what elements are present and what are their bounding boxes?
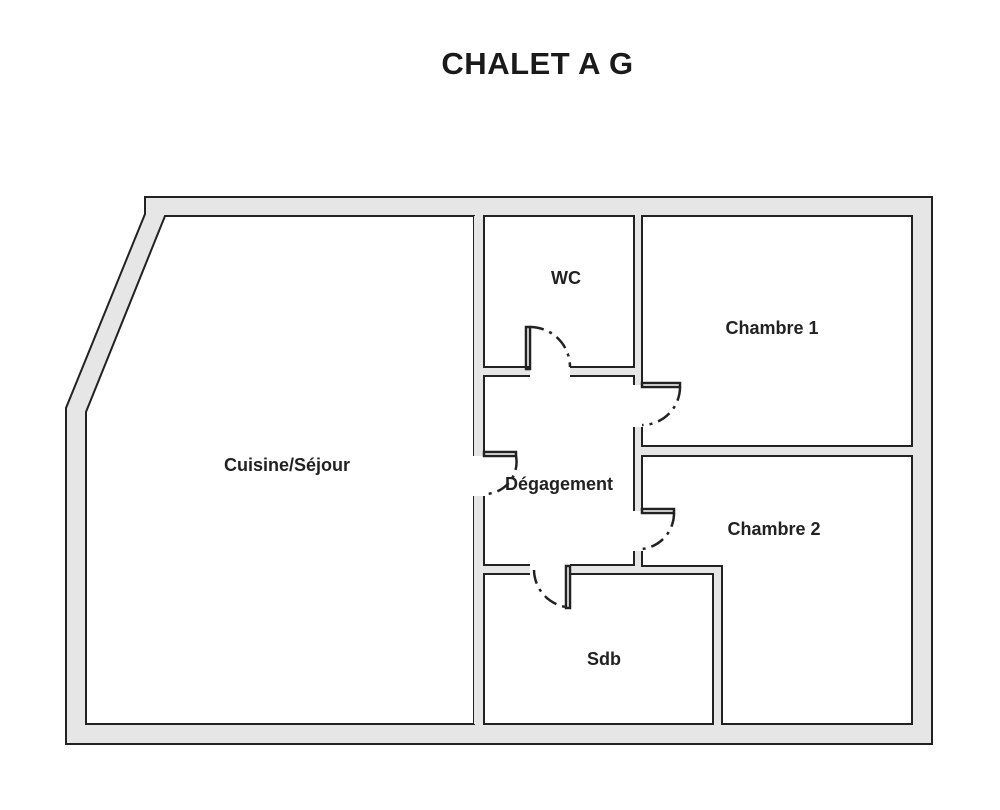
door-sejour[interactable] xyxy=(482,450,518,496)
page-title: CHALET A G xyxy=(441,46,634,81)
door-swing-arc xyxy=(641,386,682,427)
door-swing-arc xyxy=(532,569,567,609)
label-cuisine-sejour: Cuisine/Séjour xyxy=(224,455,350,475)
door-leaf xyxy=(524,325,532,371)
door-chambre-1[interactable] xyxy=(640,381,682,427)
door-wc[interactable] xyxy=(524,325,572,371)
door-leaf xyxy=(640,507,676,515)
door-swing-arc xyxy=(529,325,572,368)
door-opening-sdb xyxy=(530,563,570,576)
door-sdb[interactable] xyxy=(532,564,572,610)
door-leaf xyxy=(640,381,682,389)
door-opening-chambre-1 xyxy=(632,385,644,427)
room-cuisine-sejour[interactable] xyxy=(85,215,475,725)
room-chambre-1[interactable] xyxy=(641,215,913,447)
room-wc[interactable] xyxy=(483,215,635,368)
label-chambre-1: Chambre 1 xyxy=(725,318,818,338)
label-chambre-2: Chambre 2 xyxy=(727,519,820,539)
door-leaf xyxy=(482,450,518,458)
label-wc: WC xyxy=(551,268,581,288)
room-sdb[interactable] xyxy=(483,573,714,725)
door-chambre-2[interactable] xyxy=(640,507,676,551)
door-opening-sejour xyxy=(472,456,486,496)
door-opening-chambre-2 xyxy=(632,511,644,551)
room-degagement[interactable] xyxy=(483,375,635,566)
door-swing-arc xyxy=(641,512,676,551)
label-sdb: Sdb xyxy=(587,649,621,669)
door-opening-wc xyxy=(530,365,570,378)
label-degagement: Dégagement xyxy=(505,474,613,494)
door-leaf xyxy=(564,564,572,610)
door-swing-arc xyxy=(483,455,518,496)
room-chambre-2[interactable] xyxy=(641,455,913,725)
